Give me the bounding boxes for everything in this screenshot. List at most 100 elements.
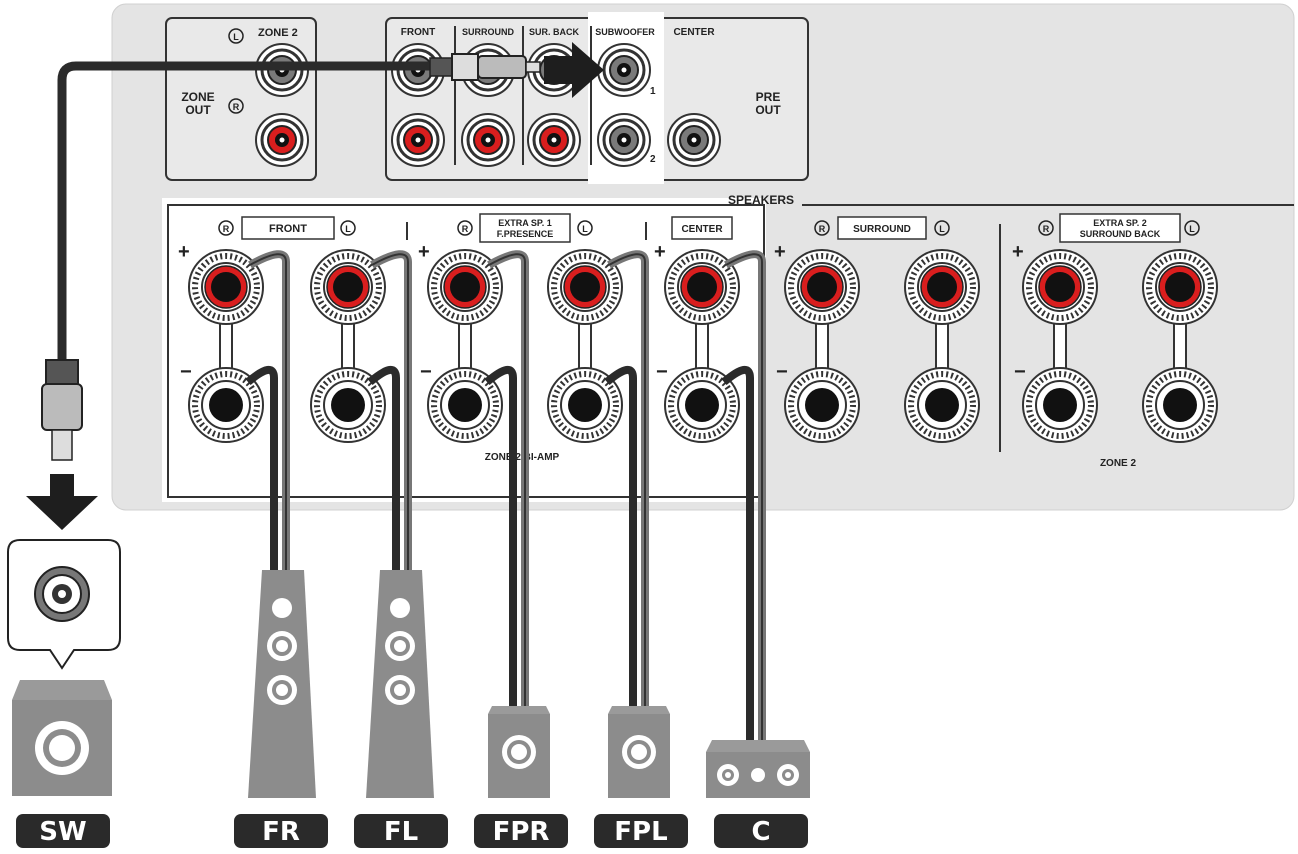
svg-text:R: R: [1043, 224, 1050, 234]
center-group-label: CENTER: [681, 224, 723, 235]
svg-text:R: R: [462, 224, 469, 234]
center-minus-terminal[interactable]: [664, 367, 740, 443]
speaker-group-dividers: [406, 222, 1001, 452]
speakers-section-label: SPEAKERS: [728, 193, 794, 207]
extra2-left-plus-terminal[interactable]: [1142, 249, 1218, 325]
front-left-speaker-cable: [367, 250, 412, 570]
surround-left-minus-terminal[interactable]: [904, 367, 980, 443]
extra1-label-box: [479, 213, 571, 243]
center-plus-terminal[interactable]: [664, 249, 740, 325]
extra1-label-line1: EXTRA SP. 1: [498, 218, 552, 228]
terminal-link-bar: [1173, 319, 1187, 371]
tag-fl: FL: [354, 814, 448, 848]
front-left-symbol: L: [340, 220, 356, 236]
plus-sign: +: [178, 241, 190, 263]
svg-text:L: L: [233, 32, 239, 42]
front-presence-left-cable: [604, 250, 649, 706]
tag-fpl: FPL: [594, 814, 688, 848]
front-right-minus-terminal[interactable]: [188, 367, 264, 443]
subwoofer-1-jack[interactable]: [597, 43, 651, 97]
front-group-label: FRONT: [269, 223, 307, 235]
center-pre-out-jack[interactable]: [667, 113, 721, 167]
lr-symbols: R L R L R L R L: [218, 220, 1200, 236]
terminal-link-bar: [695, 319, 709, 371]
svg-text:FL: FL: [384, 817, 418, 847]
arrow-to-subwoofer-jack: [544, 42, 604, 98]
extra1-left-plus-terminal[interactable]: [547, 249, 623, 325]
surround-right-plus-terminal[interactable]: [784, 249, 860, 325]
extra2-left-minus-terminal[interactable]: [1142, 367, 1218, 443]
extra2-left-symbol: L: [1184, 220, 1200, 236]
pre-out-header-center: CENTER: [673, 27, 715, 38]
svg-text:C: C: [751, 817, 770, 847]
svg-text:L: L: [939, 224, 945, 234]
minus-sign: −: [776, 361, 788, 383]
svg-text:L: L: [582, 224, 588, 234]
plus-sign: +: [418, 241, 430, 263]
minus-sign: −: [656, 361, 668, 383]
front-left-minus-terminal[interactable]: [310, 367, 386, 443]
pre-out-header-surround: SURROUND: [462, 27, 515, 37]
extra1-right-plus-terminal[interactable]: [427, 249, 503, 325]
surround-left-symbol: L: [934, 220, 950, 236]
tag-c: C: [714, 814, 808, 848]
minus-sign: −: [1014, 361, 1026, 383]
svg-text:FPL: FPL: [614, 817, 667, 847]
surround-left-plus-terminal[interactable]: [904, 249, 980, 325]
pre-out-front-right-jack[interactable]: [391, 113, 445, 167]
plus-sign: +: [1012, 241, 1024, 263]
tag-fr: FR: [234, 814, 328, 848]
terminal-link-bar: [219, 319, 233, 371]
terminal-link-bar: [1053, 319, 1067, 371]
center-label-box: [671, 216, 733, 240]
svg-text:R: R: [223, 224, 230, 234]
tag-sw: SW: [16, 814, 110, 848]
pre-out-header-front: FRONT: [401, 27, 435, 38]
svg-text:L: L: [1189, 224, 1195, 234]
extra1-label-line2: F.PRESENCE: [497, 229, 554, 239]
terminal-link-bar: [458, 319, 472, 371]
front-left-plus-terminal[interactable]: [310, 249, 386, 325]
subwoofer-speaker: [12, 680, 112, 796]
extra2-label-line2: SURROUND BACK: [1080, 229, 1161, 239]
subwoofer-number-1: 1: [650, 86, 656, 97]
front-right-tower-speaker: [248, 570, 316, 798]
pre-out-dividers: [454, 26, 592, 165]
svg-text:L: L: [345, 224, 351, 234]
pre-out-surround-right-jack[interactable]: [461, 113, 515, 167]
surround-label-box: [837, 216, 927, 240]
extra2-label-line1: EXTRA SP. 2: [1093, 218, 1147, 228]
svg-text:SW: SW: [39, 817, 86, 847]
surround-right-symbol: R: [814, 220, 830, 236]
surround-right-minus-terminal[interactable]: [784, 367, 860, 443]
pre-out-sur-back-right-jack[interactable]: [527, 113, 581, 167]
extra2-right-plus-terminal[interactable]: [1022, 249, 1098, 325]
extra1-left-symbol: L: [577, 220, 593, 236]
center-speaker: [706, 740, 810, 798]
minus-sign: −: [180, 361, 192, 383]
surround-group-label: SURROUND: [853, 224, 911, 235]
svg-text:FR: FR: [262, 817, 300, 847]
plus-sign: +: [774, 241, 786, 263]
zone2-out-label: ZONE 2: [258, 27, 298, 39]
extra1-left-minus-terminal[interactable]: [547, 367, 623, 443]
pre-out-header-subwoofer: SUBWOOFER: [595, 27, 655, 37]
extra2-right-minus-terminal[interactable]: [1022, 367, 1098, 443]
front-presence-right-cable: [484, 250, 529, 706]
front-label-box: [241, 216, 335, 240]
zone-out-right-symbol: R: [228, 98, 244, 114]
extra2-label-box: [1059, 213, 1181, 243]
svg-text:FPR: FPR: [493, 817, 550, 847]
front-right-symbol: R: [218, 220, 234, 236]
subwoofer-number-2: 2: [650, 154, 656, 165]
zone2-out-right-jack[interactable]: [255, 113, 309, 167]
front-right-plus-terminal[interactable]: [188, 249, 264, 325]
minus-sign: −: [420, 361, 432, 383]
arrow-down-to-subwoofer: [26, 474, 98, 530]
terminal-link-bar: [578, 319, 592, 371]
zone-out-left-symbol: L: [228, 28, 244, 44]
extra1-right-minus-terminal[interactable]: [427, 367, 503, 443]
pre-out-header-sur-back: SUR. BACK: [529, 27, 580, 37]
subwoofer-2-jack[interactable]: [597, 113, 651, 167]
